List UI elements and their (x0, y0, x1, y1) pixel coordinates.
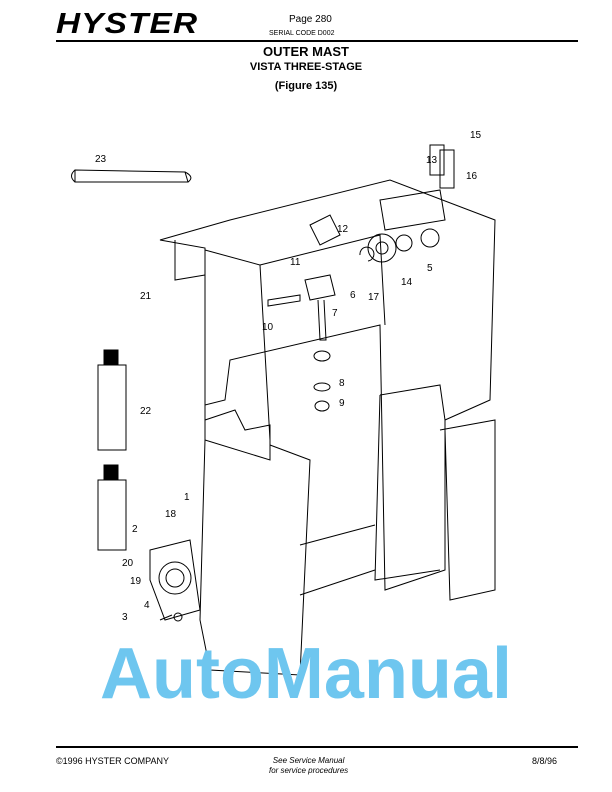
part-20-seal (158, 561, 192, 595)
callout-22: 22 (140, 406, 152, 417)
mast-rear-frame (159, 179, 496, 591)
callout-7: 7 (332, 308, 338, 319)
part-3-bolt (159, 614, 173, 621)
part-21-can (97, 364, 127, 451)
service-note-line2: for service procedures (269, 766, 349, 775)
mast-right-upright (439, 419, 496, 601)
page-subtitle: VISTA THREE-STAGE (249, 61, 363, 73)
part-7-anchor (304, 274, 336, 301)
service-note-line1: See Service Manual (272, 756, 345, 765)
page-date: 8/8/96 (532, 756, 558, 766)
callout-14: 14 (401, 277, 413, 288)
page-number: Page 280 (289, 14, 332, 25)
callout-16: 16 (466, 171, 478, 182)
figure-label: (Figure 135) (274, 80, 338, 92)
part-9-nut (314, 400, 330, 412)
callout-18: 18 (165, 509, 177, 520)
part-14-ring (395, 234, 413, 252)
copyright: ©1996 HYSTER COMPANY (56, 756, 169, 766)
part-8-washer (313, 382, 331, 392)
callout-4: 4 (144, 600, 150, 611)
page-title: OUTER MAST (263, 44, 349, 59)
callout-15: 15 (470, 130, 482, 141)
part-12-chain (309, 214, 341, 246)
callout-5: 5 (427, 263, 433, 274)
callout-17: 17 (368, 292, 380, 303)
callout-21: 21 (140, 291, 152, 302)
part-15-pad (429, 144, 445, 176)
watermark: AutoManual (100, 634, 512, 714)
callout-6: 6 (350, 290, 356, 301)
part-6-snapring (359, 246, 375, 262)
part-17-sheave (367, 233, 397, 263)
serial-code: SERIAL CODE D002 (269, 30, 335, 37)
callout-23: 23 (95, 154, 107, 165)
callout-20: 20 (122, 558, 134, 569)
callout-11: 11 (290, 257, 301, 268)
callout-13: 13 (426, 155, 438, 166)
mast-left-upright (199, 439, 311, 676)
part-10-pin (267, 294, 301, 307)
footer-rule (56, 746, 578, 748)
part-5-hub (420, 228, 440, 248)
part-22-can (97, 479, 127, 551)
service-note: See Service Manual for service procedure… (269, 756, 348, 776)
part-23-lever (71, 169, 192, 183)
callout-2: 2 (132, 524, 138, 535)
callout-19: 19 (130, 576, 142, 587)
header-rule (56, 40, 578, 42)
callout-3: 3 (122, 612, 128, 623)
callout-12: 12 (337, 224, 349, 235)
hyster-logo: HYSTER (56, 8, 199, 40)
callout-1: 1 (184, 492, 190, 503)
callout-8: 8 (339, 378, 345, 389)
callout-9: 9 (339, 398, 345, 409)
callout-10: 10 (262, 322, 274, 333)
part-2-cover (149, 539, 201, 621)
exploded-view-illustration (71, 144, 496, 676)
